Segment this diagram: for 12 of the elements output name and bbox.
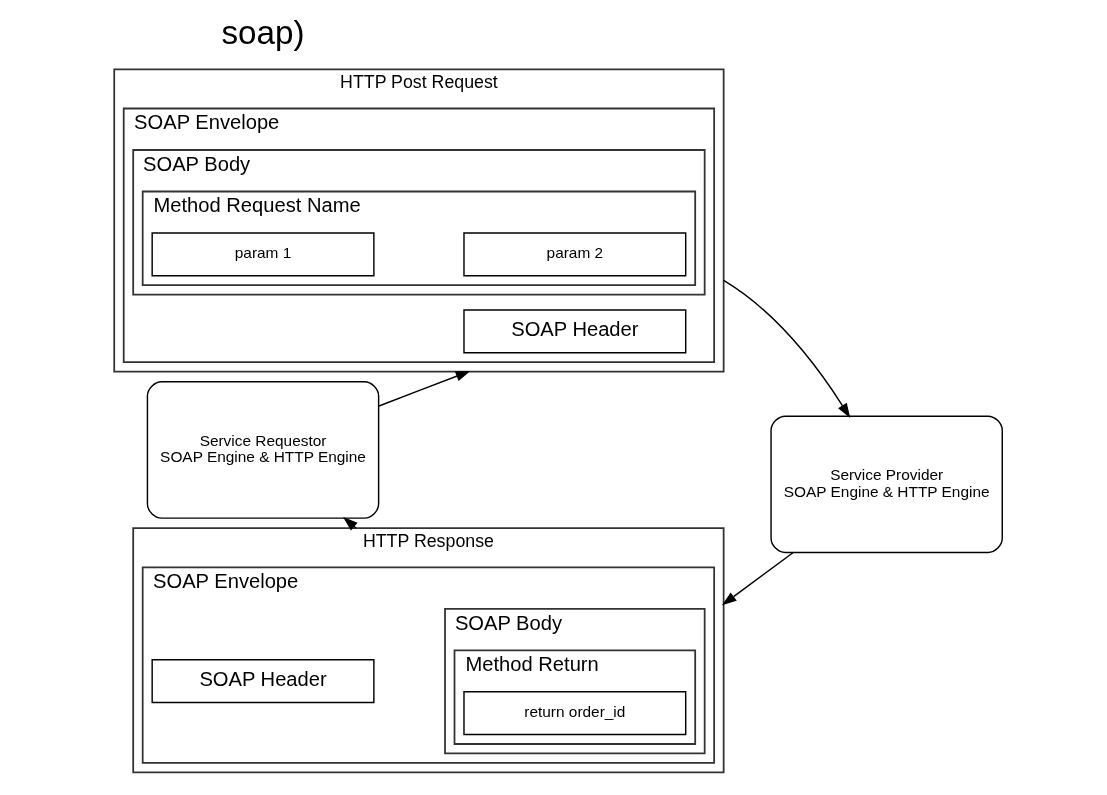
node-box: Service Requestor SOAP Engine & HTTP Engine xyxy=(146,381,380,519)
node-box: Service Provider SOAP Engine & HTTP Engine xyxy=(770,415,1003,554)
node-box: SOAP Header xyxy=(463,309,687,354)
node-box: SOAP Header xyxy=(151,659,375,704)
node-box: return order_id xyxy=(463,691,687,736)
arrow xyxy=(343,517,358,531)
node-box: param 2 xyxy=(463,232,687,277)
arrow xyxy=(378,370,471,407)
label: soap) xyxy=(221,14,305,52)
arrow xyxy=(721,552,794,606)
arrow xyxy=(722,279,851,418)
node-box: param 1 xyxy=(151,232,375,277)
